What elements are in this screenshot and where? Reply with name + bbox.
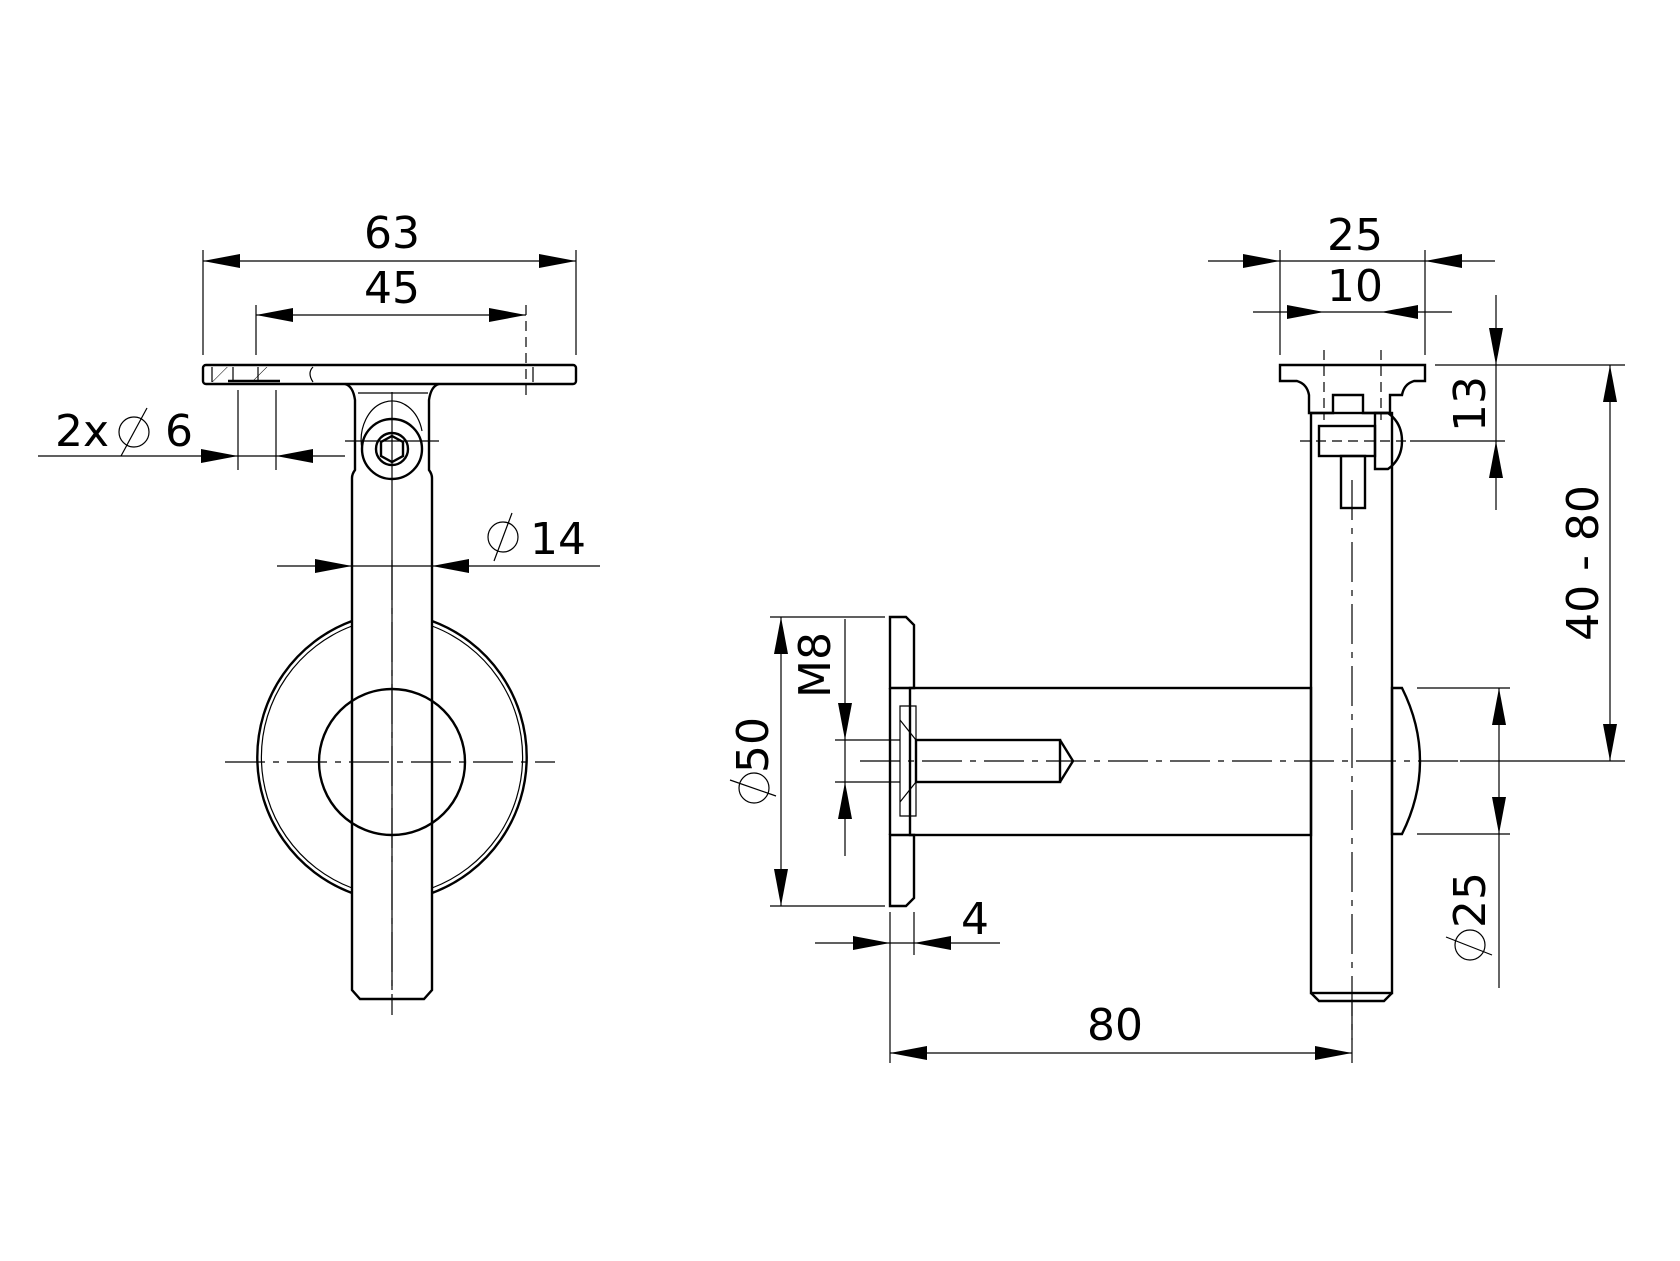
dim-80: 80 xyxy=(1087,1000,1143,1051)
diameter-symbol xyxy=(729,772,777,804)
dim-40-80: 40 - 80 xyxy=(1558,485,1609,641)
dim-63: 63 xyxy=(364,208,420,259)
diameter-symbol xyxy=(1445,929,1493,961)
dim-14: 14 xyxy=(530,514,586,565)
dim-13: 13 xyxy=(1445,376,1496,432)
dim-45: 45 xyxy=(364,263,420,314)
dim-25-top: 25 xyxy=(1327,210,1383,261)
top-plate-section xyxy=(1278,363,1427,415)
rosette-section xyxy=(888,615,916,690)
mounting-plate xyxy=(201,363,578,386)
side-section-view: 25 10 13 40 - 80 25 xyxy=(728,210,1625,1063)
end-cap xyxy=(1390,686,1422,836)
diameter-symbol xyxy=(487,512,519,562)
front-view: 63 45 2x 6 14 xyxy=(38,208,600,1015)
dim-4: 4 xyxy=(961,894,989,945)
dim-10: 10 xyxy=(1327,261,1383,312)
dim-2x: 2x xyxy=(55,406,109,457)
diameter-symbol xyxy=(118,407,150,457)
dim-6: 6 xyxy=(165,406,193,457)
dim-m8: M8 xyxy=(790,632,841,698)
dim-50: 50 xyxy=(728,717,779,773)
dim-25-cap: 25 xyxy=(1445,872,1496,928)
wall-rosette xyxy=(256,619,353,895)
